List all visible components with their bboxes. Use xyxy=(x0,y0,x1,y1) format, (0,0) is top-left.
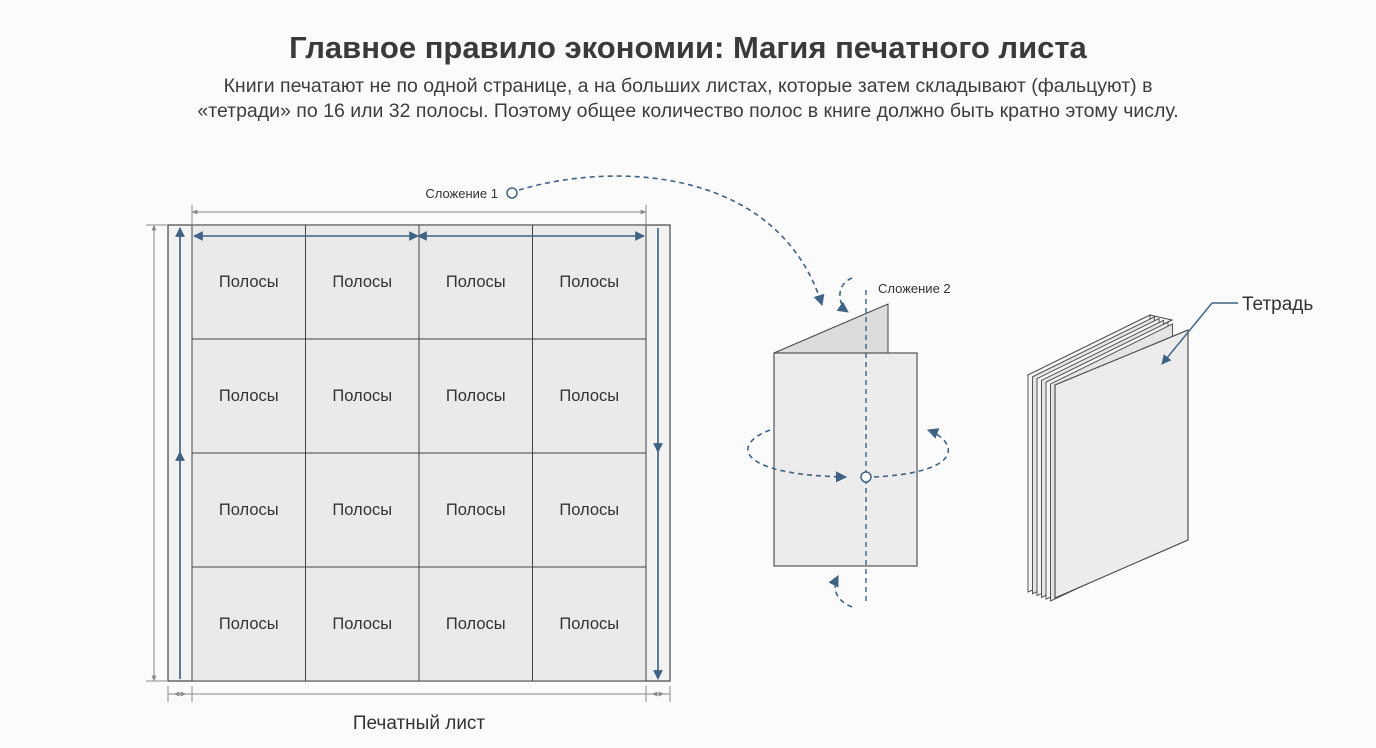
booklet-label: Тетрадь xyxy=(1242,294,1313,315)
page-subtitle: Книги печатают не по одной странице, а н… xyxy=(197,75,1179,122)
sheet-cell-label: Полосы xyxy=(332,387,392,405)
sheet-cell xyxy=(532,224,647,340)
sheet-cell xyxy=(532,452,647,568)
sheet-cell-label: Полосы xyxy=(219,273,279,291)
sheet-cell-label: Полосы xyxy=(446,615,506,633)
sheet-cell-label: Полосы xyxy=(219,615,279,633)
fold-1-label: Сложение 1 xyxy=(425,186,498,201)
page-title: Главное правило экономии: Магия печатног… xyxy=(289,30,1087,65)
fold-2-label: Сложение 2 xyxy=(878,281,951,296)
fold-2-marker xyxy=(860,471,872,483)
fold-1-marker xyxy=(506,187,518,199)
fold-1: Сложение 1 xyxy=(425,175,825,307)
sheet-cell xyxy=(191,452,306,568)
fold-2-arrow-right xyxy=(873,428,949,478)
sheet-cell-label: Полосы xyxy=(446,273,506,291)
sheet-cell xyxy=(418,224,533,340)
sheet-cell-label: Полосы xyxy=(332,615,392,633)
sheet-cell xyxy=(532,566,647,682)
fold-2-arrow-top xyxy=(836,277,853,313)
sheet-cell xyxy=(305,338,420,454)
sheet-cell xyxy=(191,566,306,682)
sheet-cell-label: Полосы xyxy=(559,615,619,633)
sheet-cell-label: Полосы xyxy=(559,501,619,519)
sheet-cell xyxy=(305,452,420,568)
sheet-cell-label: Полосы xyxy=(219,387,279,405)
fold-2-arrow-left xyxy=(747,429,848,483)
sheet-cell xyxy=(418,338,533,454)
sheet-cell xyxy=(191,224,306,340)
sheet-cell-label: Полосы xyxy=(332,501,392,519)
sheet-cell-label: Полосы xyxy=(446,501,506,519)
fold-1-arrow xyxy=(518,175,825,307)
sheet-cell xyxy=(305,566,420,682)
booklet: Тетрадь xyxy=(1026,294,1313,602)
sheet-cell-label: Полосы xyxy=(559,273,619,291)
fold-2-arrow-bottom xyxy=(828,574,853,608)
sheet-cell xyxy=(532,338,647,454)
sheet-cell-label: Полосы xyxy=(332,273,392,291)
sheet-label: Печатный лист xyxy=(353,713,486,734)
folded-sheet: Сложение 2 xyxy=(747,277,951,608)
sheet-cell xyxy=(418,452,533,568)
sheet-cell-label: Полосы xyxy=(559,387,619,405)
sheet-cell xyxy=(191,338,306,454)
sheet-cell-label: Полосы xyxy=(446,387,506,405)
sheet-cell-label: Полосы xyxy=(219,501,279,519)
sheet-cell xyxy=(418,566,533,682)
